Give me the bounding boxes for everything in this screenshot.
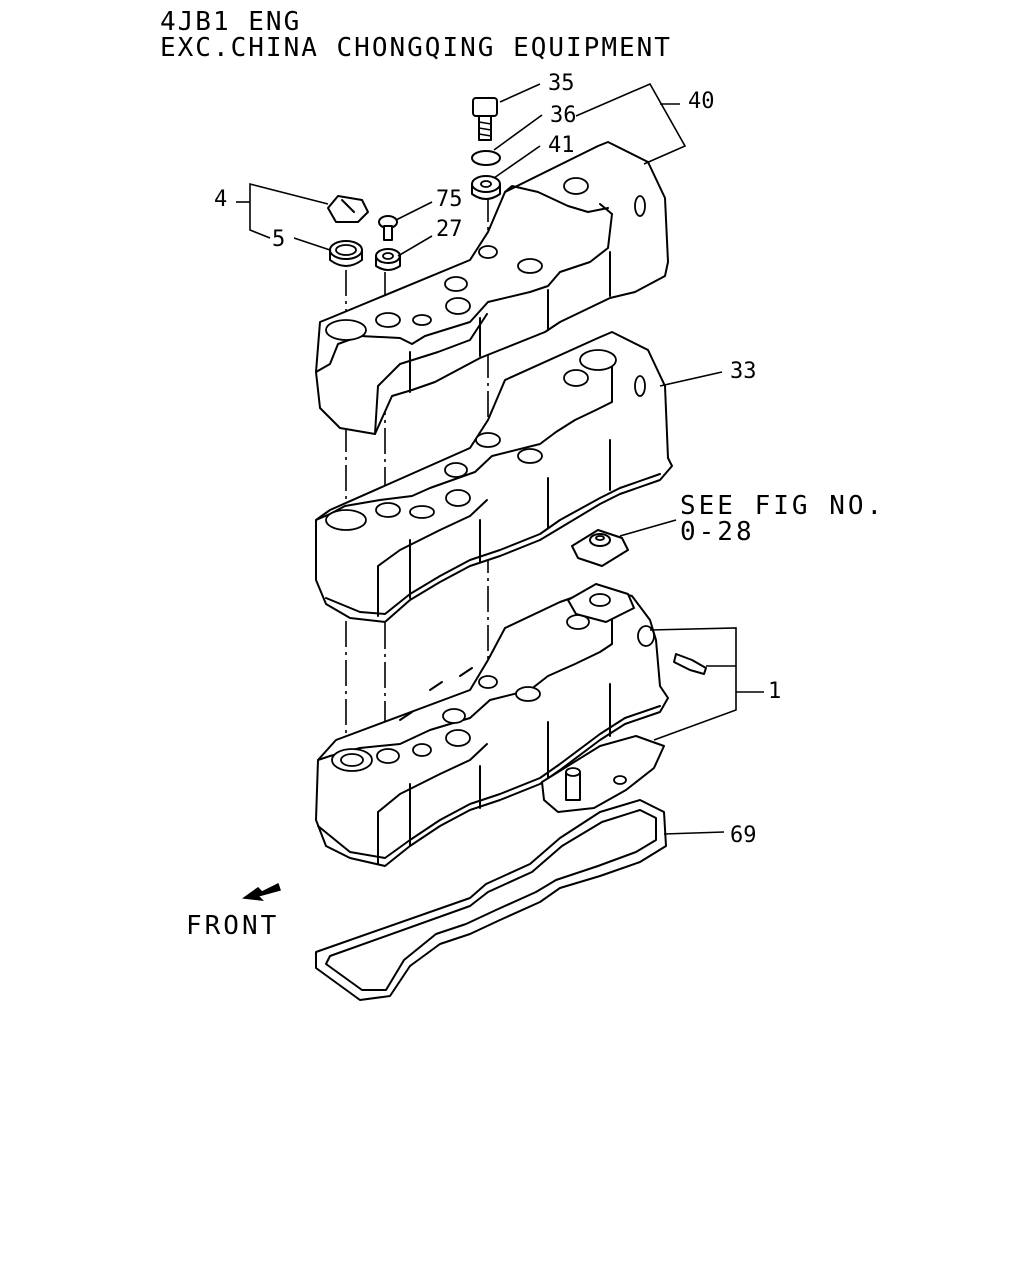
bolt-part (472, 97, 498, 141)
reference-note-line1: SEE FIG NO. (680, 491, 885, 521)
rubber-gasket (315, 799, 667, 1001)
callout-33: 33 (730, 359, 757, 384)
grommet-part (471, 175, 501, 200)
washer-part (471, 150, 501, 166)
diagram-title: 4JB1 ENG (160, 7, 301, 37)
screw-part (378, 215, 398, 241)
callout-27: 27 (436, 217, 463, 242)
diagram-subtitle: EXC.CHINA CHONGQING EQUIPMENT (160, 33, 672, 63)
seal-part (375, 248, 401, 271)
callout-1: 1 (768, 679, 781, 704)
hose-connector-part (673, 653, 707, 675)
head-cover-base (315, 583, 669, 867)
leader-lines (236, 82, 764, 835)
callout-69: 69 (730, 823, 757, 848)
pcv-valve-part (571, 529, 629, 567)
callout-41: 41 (548, 133, 575, 158)
callout-40: 40 (688, 89, 715, 114)
callout-4: 4 (214, 187, 227, 212)
head-cover-gasket (315, 331, 673, 623)
o-ring-part (329, 240, 363, 267)
head-cover-top (315, 141, 669, 435)
callout-75: 75 (436, 187, 463, 212)
callout-36: 36 (550, 103, 577, 128)
oil-filler-cap (327, 195, 369, 223)
front-label: FRONT (186, 911, 279, 941)
callout-5: 5 (272, 227, 285, 252)
reference-note-line2: 0-28 (680, 517, 755, 547)
callout-35: 35 (548, 71, 575, 96)
arrow-left-down-icon (241, 882, 281, 901)
